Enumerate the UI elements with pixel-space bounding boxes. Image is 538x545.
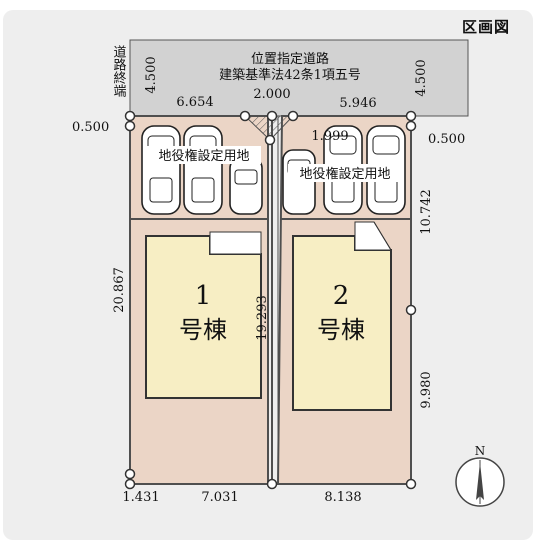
car-2 (183, 125, 223, 215)
easement-label-bg-1 (147, 146, 261, 164)
road-end-label: 道路終端 (111, 45, 127, 97)
road-name-line1: 位置指定道路 (251, 51, 329, 67)
page-title: 区画図 (462, 18, 511, 36)
dim-chamfer: 1.999 (311, 129, 348, 144)
dim-frontage-right: 5.946 (339, 96, 376, 111)
dim-bottom-right: 8.138 (324, 490, 361, 505)
house-2-number: 2 (333, 281, 350, 311)
car-1 (141, 125, 181, 215)
north-label: N (475, 444, 486, 458)
easement-label-bg-2 (288, 164, 402, 182)
road-area (129, 39, 469, 117)
dim-right-upper: 10.742 (419, 189, 434, 235)
easement-label-1: 地役権設定用地 (158, 148, 249, 164)
dim-offset-right: 0.500 (428, 132, 465, 147)
dim-divider: 19.293 (255, 295, 270, 341)
easement-label-2: 地役権設定用地 (299, 166, 390, 182)
porch-1 (209, 231, 262, 255)
house-1-number: 1 (195, 281, 212, 311)
north-arrow-icon (455, 457, 505, 507)
house-2-suffix: 号棟 (317, 316, 365, 344)
dim-frontage-left: 6.654 (176, 95, 213, 110)
dim-bottom-left: 7.031 (201, 490, 238, 505)
house-1-suffix: 号棟 (179, 316, 227, 344)
dim-left-side: 20.867 (112, 267, 127, 313)
road-width-left: 4.500 (144, 56, 159, 93)
dim-bottom-left-small: 1.431 (122, 490, 159, 505)
car-3 (229, 157, 263, 215)
dim-frontage-mid: 2.000 (253, 87, 290, 102)
porch-2-diagonal (373, 221, 392, 251)
road-name-line2: 建築基準法42条1項五号 (219, 67, 361, 83)
boundary-markers (124, 110, 417, 490)
dim-right-lower: 9.980 (419, 371, 434, 408)
dim-offset-left: 0.500 (72, 120, 109, 135)
road-width-right: 4.500 (414, 59, 429, 96)
